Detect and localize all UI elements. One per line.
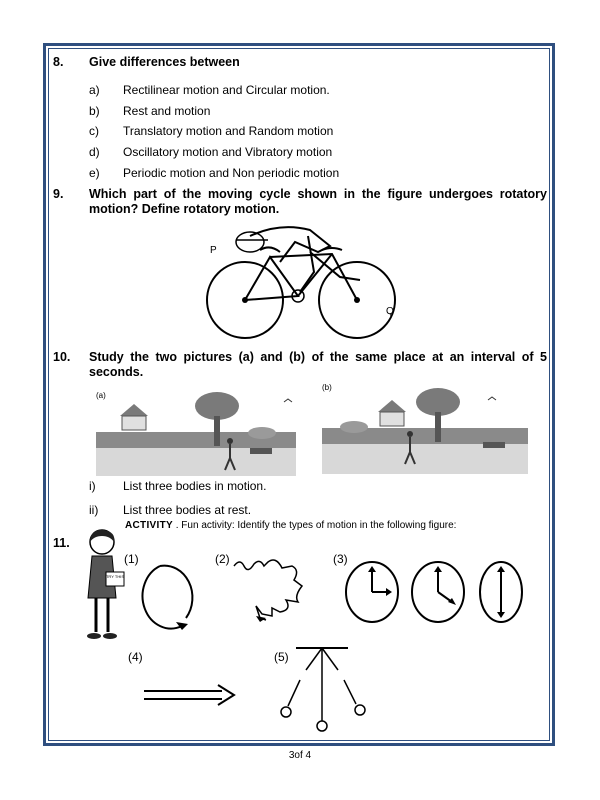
q8-item-text: Rest and motion [123,104,211,118]
label-p: P [210,245,217,256]
sign-text: TRY THIS [106,574,124,579]
q10-item-text: List three bodies in motion. [123,479,267,493]
clock-figure-3 [479,561,523,623]
picture-a: (a) [92,386,298,478]
circular-motion-figure [141,564,194,630]
picture-b-label: (b) [322,383,332,392]
figure-4-label: (4) [128,650,143,664]
q8-item-text: Translatory motion and Random motion [123,124,334,138]
clock-figure-2 [411,561,465,623]
q8-item-label: d) [89,145,100,159]
random-motion-figure [233,559,304,622]
q11-number: 11. [53,536,70,550]
q8-number: 8. [53,55,64,69]
q10-item-label: ii) [89,503,99,517]
q10-number: 10. [53,350,71,364]
page-border-outer [43,43,555,746]
figure-2-label: (2) [215,552,230,566]
q8-item-text: Periodic motion and Non periodic motion [123,166,340,180]
q10-item-label: i) [89,479,96,493]
q10-prompt: Study the two pictures (a) and (b) of th… [89,350,547,379]
q9-prompt: Which part of the moving cycle shown in … [89,187,547,216]
pendulum-figure [280,647,366,732]
cyclist-figure: P Q [206,226,396,339]
q8-item-text: Rectilinear motion and Circular motion. [123,83,330,97]
figure-5-label: (5) [274,650,289,664]
girl-holding-sign-figure: TRY THIS [87,529,125,639]
clock-figure-1 [345,561,399,623]
q8-item-label: e) [89,166,100,180]
q8-item-label: c) [89,124,99,138]
q8-prompt: Give differences between [89,55,240,69]
q8-item-label: b) [89,104,100,118]
figure-3-label: (3) [333,552,348,566]
label-q: Q [386,306,394,317]
q10-item-text: List three bodies at rest. [123,503,252,517]
activity-text: . Fun activity: Identify the types of mo… [175,520,457,531]
page-number: 3of 4 [288,750,312,761]
picture-b: (b) [318,382,530,476]
q9-number: 9. [53,187,64,201]
q8-item-label: a) [89,83,100,97]
page-border-inner [48,48,550,741]
rectilinear-arrow-figure [144,684,236,706]
picture-a-label: (a) [96,391,106,400]
activity-heading: ACTIVITY . Fun activity: Identify the ty… [125,520,456,531]
q8-item-text: Oscillatory motion and Vibratory motion [123,145,333,159]
activity-title: ACTIVITY [125,520,173,531]
figure-1-label: (1) [124,552,139,566]
